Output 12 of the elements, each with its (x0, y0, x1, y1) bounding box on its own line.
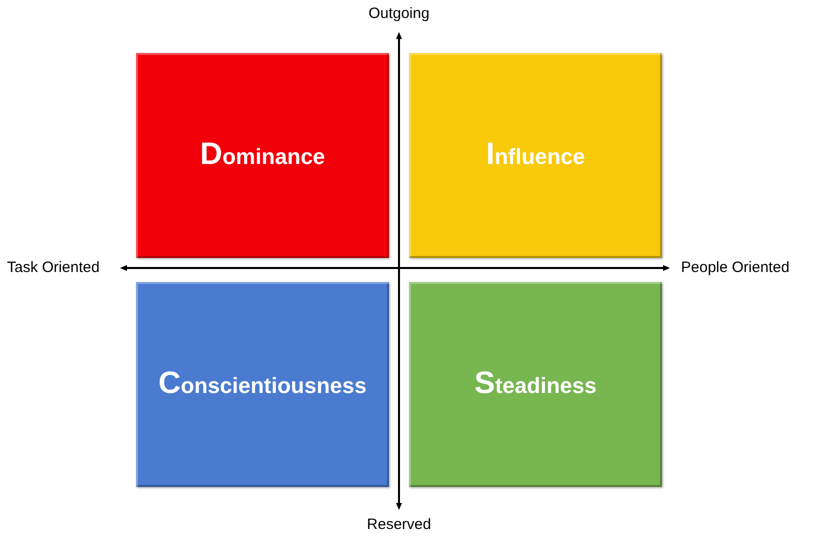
quadrant-title: Influence (486, 138, 586, 173)
axis-label: Task Oriented (7, 258, 100, 278)
axis-label: People Oriented (681, 258, 790, 278)
quadrant-title: Dominance (200, 138, 326, 173)
axis-label: Reserved (366, 515, 432, 535)
quadrant-title: Conscientiousness (158, 367, 367, 402)
quadrant-box (409, 53, 662, 258)
quadrant-box (136, 53, 389, 258)
quadrant-title: Steadiness (474, 367, 597, 402)
axis-label: Outgoing (368, 4, 430, 24)
quadrant-box (409, 282, 662, 487)
quadrant-box (136, 282, 389, 487)
